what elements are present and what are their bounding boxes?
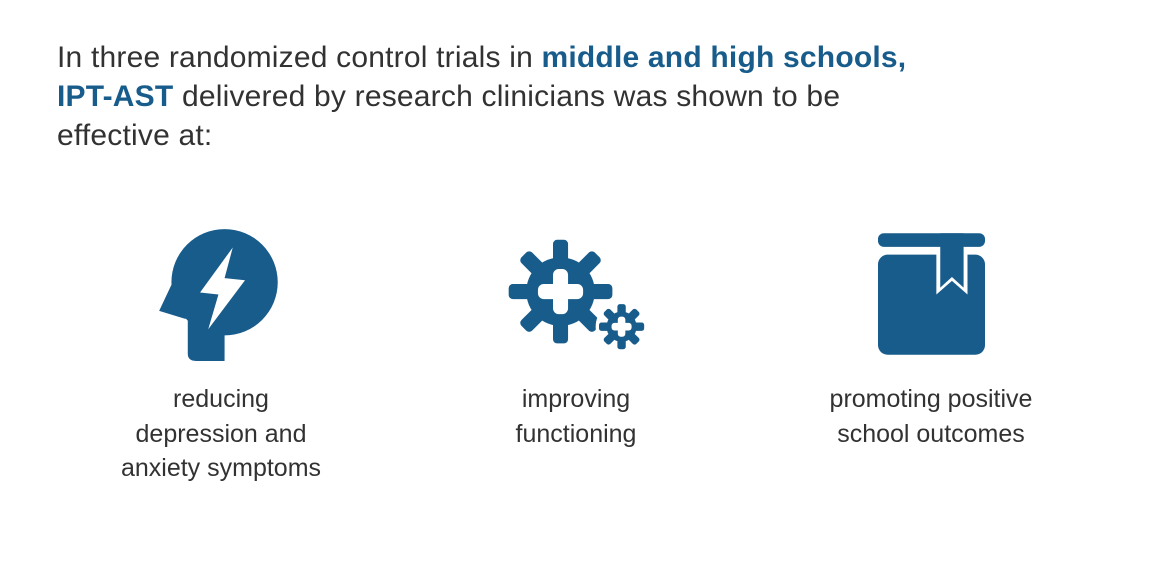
outcome-caption: promoting positive school outcomes [829,385,1033,448]
head-lightning-icon [159,229,278,361]
book-bookmark-icon [877,233,985,355]
head-nose [159,276,186,320]
intro-heading-highlight: middle and high schools, IPT-AST [57,41,907,113]
large-gear [508,239,613,343]
bookmark-ribbon [939,233,964,288]
outcomes-row: reducing depression and anxiety symptoms [0,220,1152,486]
intro-heading-text-1: In three randomized control trials in [57,41,542,74]
small-gear [595,300,645,351]
outcome-item-school: promoting positive school outcomes [809,220,1054,486]
outcome-caption: improving functioning [515,385,637,448]
gears-medical-icon [508,239,645,351]
icon-box [877,220,985,368]
book-top-bar [877,233,985,247]
book-body [877,254,985,355]
medical-cross-small [611,322,632,330]
medical-cross [537,283,584,299]
outcome-item-functioning: improving functioning [454,220,699,486]
icon-box [507,220,645,368]
outcome-caption: reducing depression and anxiety symptoms [120,385,322,482]
outcome-item-depression: reducing depression and anxiety symptoms [99,220,344,486]
head-neck [187,317,225,361]
intro-heading-text-2: delivered by research clinicians was sho… [57,80,841,152]
intro-heading: In three randomized control trials in mi… [57,38,957,155]
icon-box [157,220,285,368]
lightning-bolt [200,247,246,330]
